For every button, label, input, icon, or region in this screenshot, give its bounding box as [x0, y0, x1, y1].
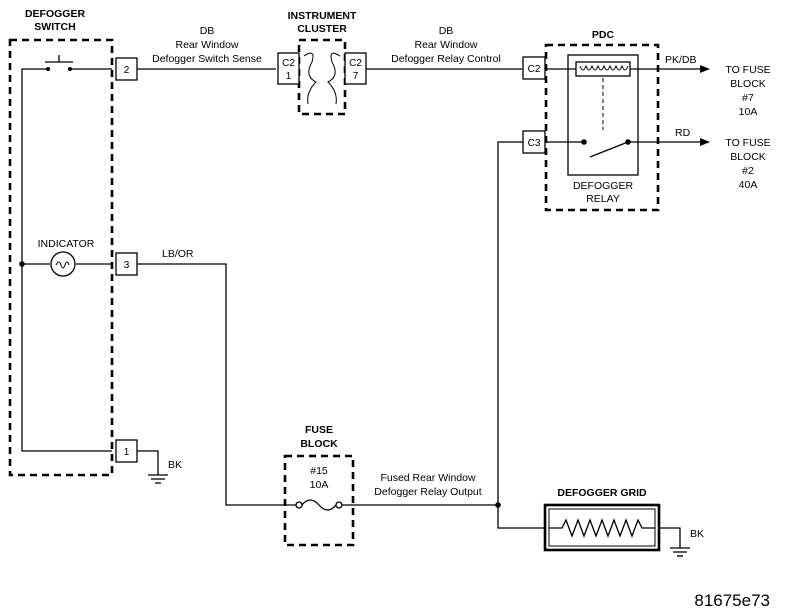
- output-splice-dot: [495, 502, 501, 508]
- pdc: PDC DEFOGGER RELAY C2 C3: [522, 29, 700, 212]
- sense-wire-label-line1: Rear Window: [175, 39, 238, 51]
- sense-wire-color: DB: [200, 25, 215, 37]
- relay-label-line2: RELAY: [586, 193, 620, 205]
- defogger-grid: DEFOGGER GRID: [543, 487, 661, 552]
- fuse-rating: 10A: [310, 479, 329, 491]
- svg-text:C3: C3: [528, 138, 541, 149]
- feed-dest-line3: #2: [742, 165, 754, 177]
- pdc-boundary: [544, 43, 660, 212]
- svg-text:C2: C2: [349, 58, 362, 69]
- arrow-icon-feed: [700, 138, 710, 146]
- pdc-connector-c2: [522, 56, 546, 80]
- coil-dest-line3: #7: [742, 92, 754, 104]
- grid-box: [543, 503, 661, 552]
- fuse-number: #15: [310, 465, 328, 477]
- svg-text:2: 2: [124, 65, 130, 76]
- cluster-title-line1: INSTRUMENT: [288, 10, 357, 22]
- svg-text:C2: C2: [528, 64, 541, 75]
- svg-text:C2: C2: [282, 58, 295, 69]
- cluster-connector-c2-pin1: [277, 52, 300, 85]
- instrument-cluster: INSTRUMENT CLUSTER C2 1 C2 7: [277, 10, 367, 116]
- relay-to-grid-wire: [497, 141, 545, 529]
- relay-coil-icon: [545, 61, 700, 130]
- figure-id: 81675e73: [694, 591, 770, 610]
- coil-dest-line2: BLOCK: [730, 78, 766, 90]
- fuse-block: FUSE BLOCK #15 10A: [283, 424, 355, 547]
- coil-dest-line1: TO FUSE: [725, 64, 770, 76]
- fuse-icon: [295, 499, 343, 511]
- pdc-title: PDC: [592, 29, 615, 41]
- defogger-switch: DEFOGGER SWITCH INDICATOR 2 3 1: [8, 8, 138, 477]
- relay-label-line1: DEFOGGER: [573, 180, 634, 192]
- svg-text:1: 1: [286, 71, 292, 82]
- output-wire-label-line2: Defogger Relay Output: [374, 486, 481, 498]
- ground-wire-color-switch: BK: [168, 459, 182, 471]
- fuse-block-title-line2: BLOCK: [300, 438, 338, 450]
- control-wire-label-line2: Defogger Relay Control: [391, 53, 501, 65]
- feed-dest-line4: 40A: [739, 179, 758, 191]
- control-wire-color: DB: [439, 25, 454, 37]
- control-wire-label-line1: Rear Window: [414, 39, 477, 51]
- feed-dest-line2: BLOCK: [730, 151, 766, 163]
- cluster-internal-trace-left: [303, 52, 317, 105]
- coil-dest-line4: 10A: [739, 106, 758, 118]
- ground-icon-grid: [659, 527, 690, 557]
- cluster-title-line2: CLUSTER: [297, 23, 347, 35]
- ground-wire-color-grid: BK: [690, 528, 704, 540]
- feed-dest-line1: TO FUSE: [725, 137, 770, 149]
- pushbutton-icon: [45, 55, 73, 71]
- feed-wire-color: RD: [675, 127, 691, 139]
- switch-title-line2: SWITCH: [34, 21, 75, 33]
- switch-internal-wire-left: [21, 68, 112, 452]
- cluster-boundary: [297, 38, 347, 116]
- fuse-block-boundary: [283, 454, 355, 547]
- output-wire-label-line1: Fused Rear Window: [380, 472, 476, 484]
- indicator-label: INDICATOR: [38, 238, 95, 250]
- grid-title: DEFOGGER GRID: [557, 487, 647, 499]
- indicator-wire-color: LB/OR: [162, 248, 194, 260]
- resistor-icon: [549, 518, 655, 538]
- ground-icon-switch: [137, 450, 168, 484]
- svg-text:7: 7: [353, 71, 359, 82]
- sense-wire-label-line2: Defogger Switch Sense: [152, 53, 262, 65]
- indicator-wire: [137, 263, 296, 506]
- svg-text:3: 3: [124, 260, 130, 271]
- switch-boundary: [8, 38, 114, 477]
- arrow-icon-coil: [700, 65, 710, 73]
- coil-wire-color: PK/DB: [665, 54, 697, 66]
- fuse-block-title-line1: FUSE: [305, 424, 333, 436]
- svg-text:1: 1: [124, 447, 130, 458]
- switch-title-line1: DEFOGGER: [25, 8, 86, 20]
- splice-dot: [19, 261, 25, 267]
- cluster-internal-trace-right: [327, 52, 341, 105]
- indicator-lamp-icon: [50, 251, 76, 277]
- relay-contact-icon: [545, 139, 700, 158]
